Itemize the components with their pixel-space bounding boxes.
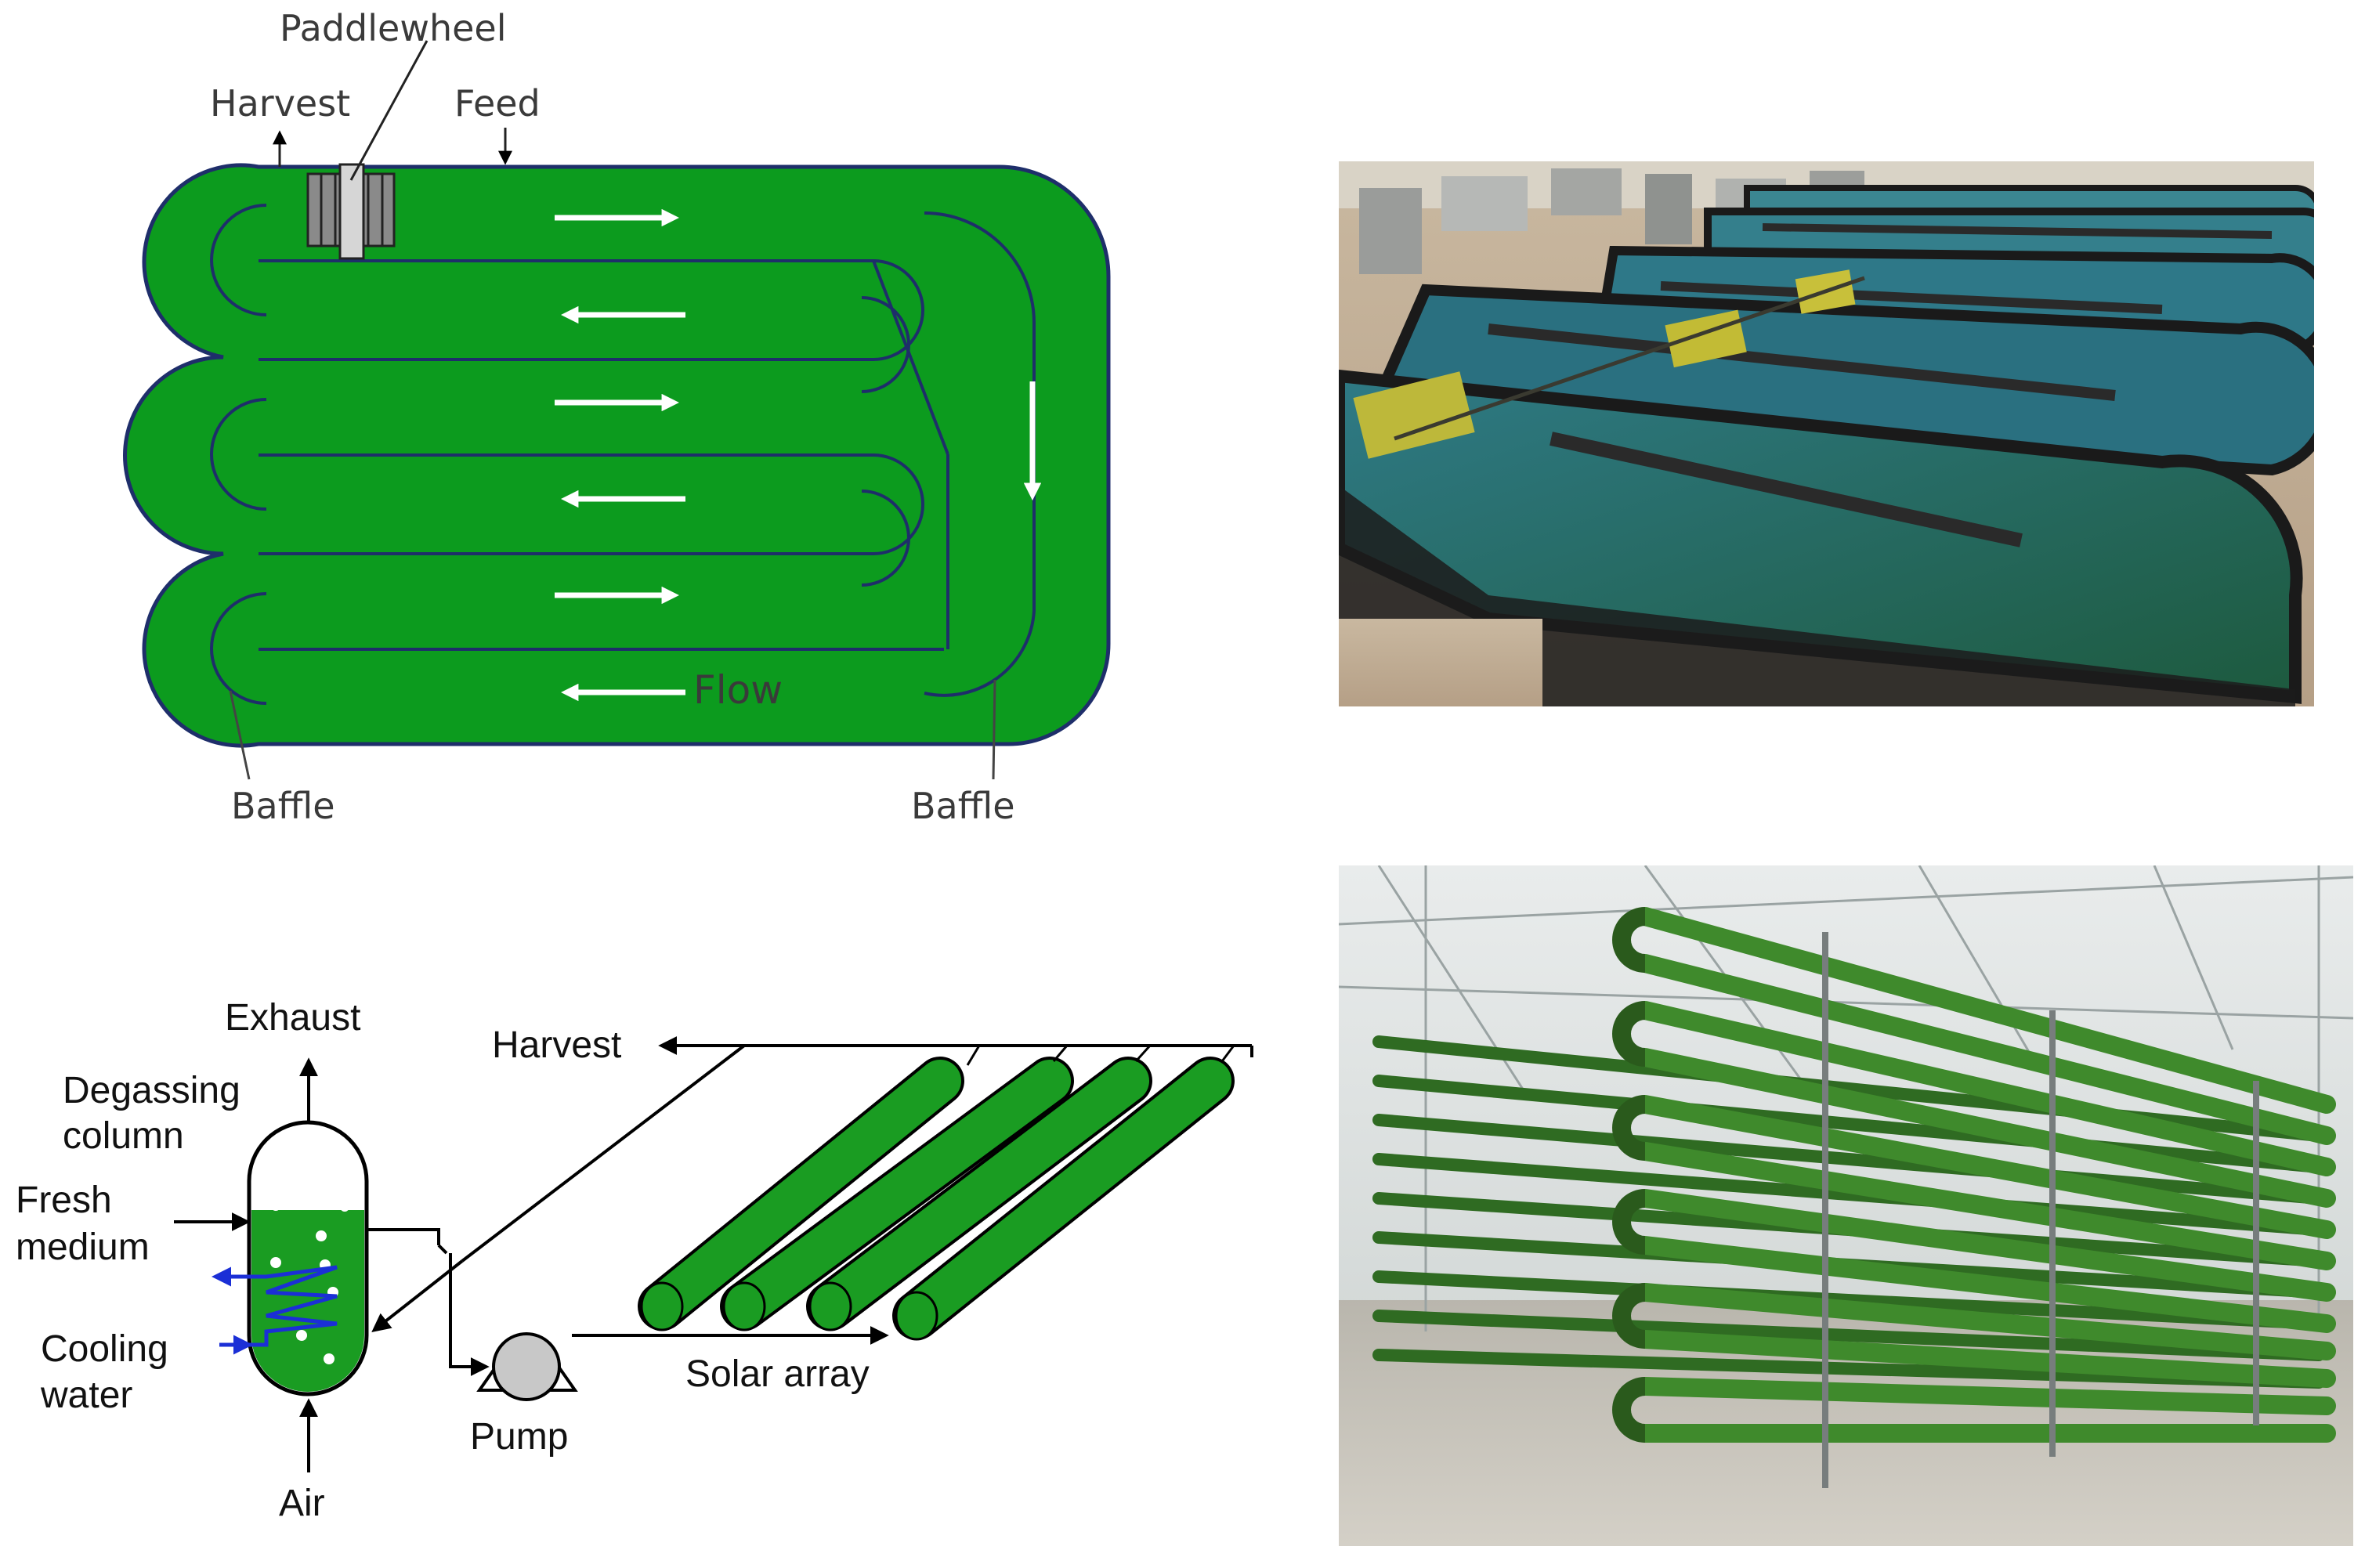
baffle-mid-bottom xyxy=(861,490,910,587)
solar-tube-3 xyxy=(806,1057,1152,1331)
flow-label: Flow xyxy=(693,667,783,713)
tubular-photobioreactor-photo xyxy=(1339,865,2353,1546)
solar-tube-1 xyxy=(638,1057,964,1331)
column-label: column xyxy=(63,1115,184,1157)
solar-tube-4 xyxy=(892,1057,1235,1341)
solar-tube-2 xyxy=(720,1057,1074,1331)
raceway-diagram: Flow Paddlewheel Harvest Feed Baffle Baf… xyxy=(123,7,1111,827)
raceway-channel-dividers xyxy=(259,259,949,651)
pump xyxy=(476,1332,578,1401)
flow-arrows xyxy=(555,208,1042,702)
tube-bank-front xyxy=(1636,907,2336,1443)
baffle-left-top xyxy=(210,204,267,316)
paddlewheel-leader xyxy=(349,40,429,181)
paddlewheel-label: Paddlewheel xyxy=(280,7,507,49)
pump-label: Pump xyxy=(470,1416,568,1458)
solar-array-label: Solar array xyxy=(685,1353,870,1395)
baffle-right-label: Baffle xyxy=(911,785,1015,827)
water-label: water xyxy=(40,1375,132,1416)
degassing-label: Degassing xyxy=(63,1070,240,1111)
baffle-right-leader xyxy=(992,679,996,780)
baffle-left-label: Baffle xyxy=(231,785,335,827)
solar-array-tubes xyxy=(638,1044,1235,1341)
feed-label: Feed xyxy=(454,82,541,125)
column-liquid xyxy=(251,1210,364,1392)
air-label: Air xyxy=(279,1483,325,1524)
tubular-diagram: Exhaust Degassing column Fresh medium Co… xyxy=(16,997,1253,1524)
fresh-label: Fresh xyxy=(16,1180,112,1221)
cooling-coil xyxy=(219,1265,338,1347)
baffle-left-bottom xyxy=(210,592,267,705)
baffle-left-leader xyxy=(229,690,251,780)
harvest-label-tubular: Harvest xyxy=(492,1024,621,1066)
cooling-label: Cooling xyxy=(41,1328,168,1370)
medium-label: medium xyxy=(16,1227,150,1268)
harvest-label: Harvest xyxy=(210,82,350,125)
baffle-left-middle xyxy=(210,398,267,511)
baffle-mid-top xyxy=(861,296,910,393)
piping xyxy=(367,1036,1253,1376)
raceway-ponds-photo xyxy=(1339,161,2314,706)
exhaust-label: Exhaust xyxy=(225,997,360,1039)
